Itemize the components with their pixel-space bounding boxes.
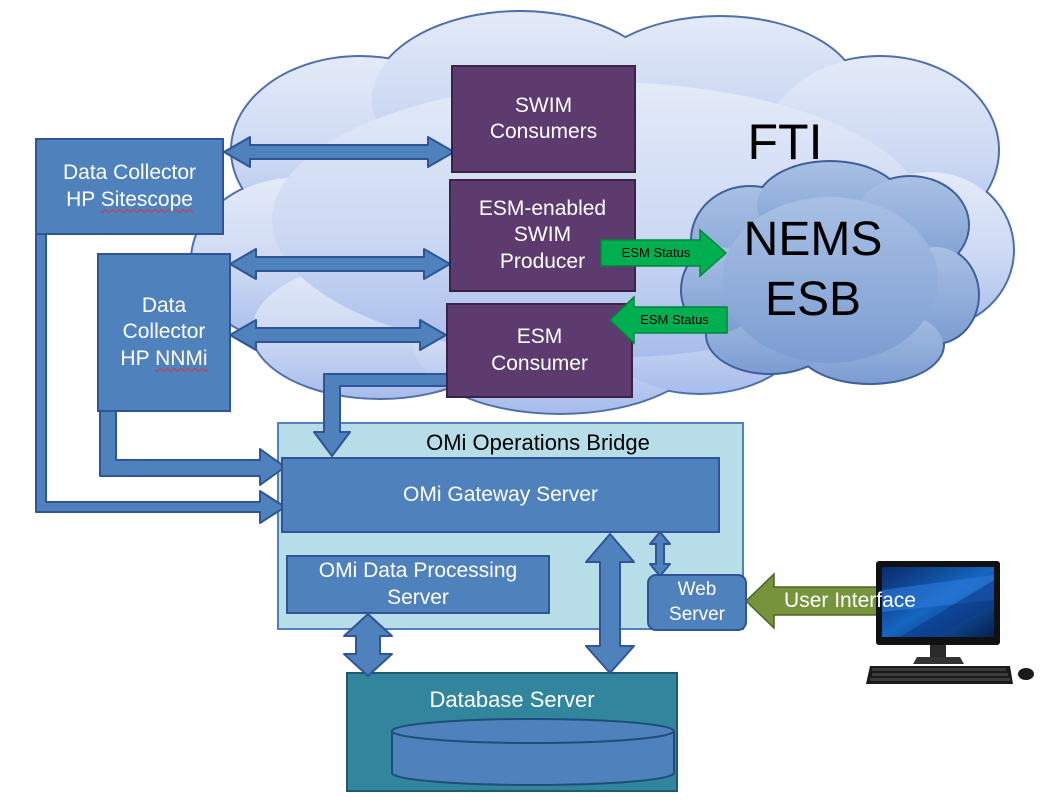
web-server-box — [647, 574, 747, 631]
dc-sitescope-line1: Data Collector — [62, 161, 197, 185]
web-server-label: Web Server — [669, 578, 725, 625]
esm-status-in-arrow — [608, 295, 728, 345]
esm-consumer-label: ESM Consumer — [491, 325, 588, 375]
esm-status-out-arrow — [600, 228, 728, 278]
user-interface-label: User Interface — [784, 588, 916, 612]
nems-cloud — [680, 160, 980, 385]
omi-bridge-title: OMi Operations Bridge — [426, 430, 650, 456]
dc-sitescope-box — [35, 138, 224, 235]
dc-nnmi-box — [97, 253, 231, 412]
esm-producer-box — [449, 179, 636, 292]
gateway-box — [281, 457, 720, 533]
nems-label: NEMS ESB — [728, 205, 898, 335]
dc-sitescope-line2: HP Sitescope — [66, 187, 193, 211]
esm-producer-label: ESM-enabled SWIM Producer — [478, 197, 607, 273]
dc-nnmi-line3: HP NNMi — [120, 346, 208, 370]
fti-label: FTI — [747, 113, 823, 170]
status-out-label: ESM Status — [621, 244, 691, 260]
esm-consumer-to-gateway-arrow — [313, 373, 449, 457]
database-server-box — [346, 672, 678, 792]
status-in-label: ESM Status — [640, 311, 709, 327]
gateway-label: OMi Gateway Server — [403, 482, 598, 506]
dps-label: OMi Data Processing Server — [318, 559, 518, 609]
dc-nnmi-line1: Data Collector — [122, 294, 206, 344]
gateway-db-double-arrow — [585, 533, 635, 674]
database-label: Database Server — [429, 687, 595, 713]
dc-sitescope-label: Data Collector HP Sitescope — [36, 139, 223, 234]
desktop-computer-icon — [866, 561, 1034, 684]
nnmi-to-gateway-arrow — [99, 410, 286, 486]
dps-box — [286, 555, 550, 614]
sitescope-to-gateway-arrow — [35, 232, 286, 524]
swim-consumers-label: SWIM Consumers — [489, 93, 598, 143]
swim-consumers-box — [451, 65, 636, 173]
dps-db-double-arrow — [343, 613, 393, 677]
esm-consumer-box — [446, 303, 633, 398]
nems-label-line2: ESB — [764, 273, 862, 326]
dc-nnmi-label: Data Collector HP NNMi — [98, 254, 230, 411]
nems-label-line1: NEMS — [743, 213, 883, 266]
